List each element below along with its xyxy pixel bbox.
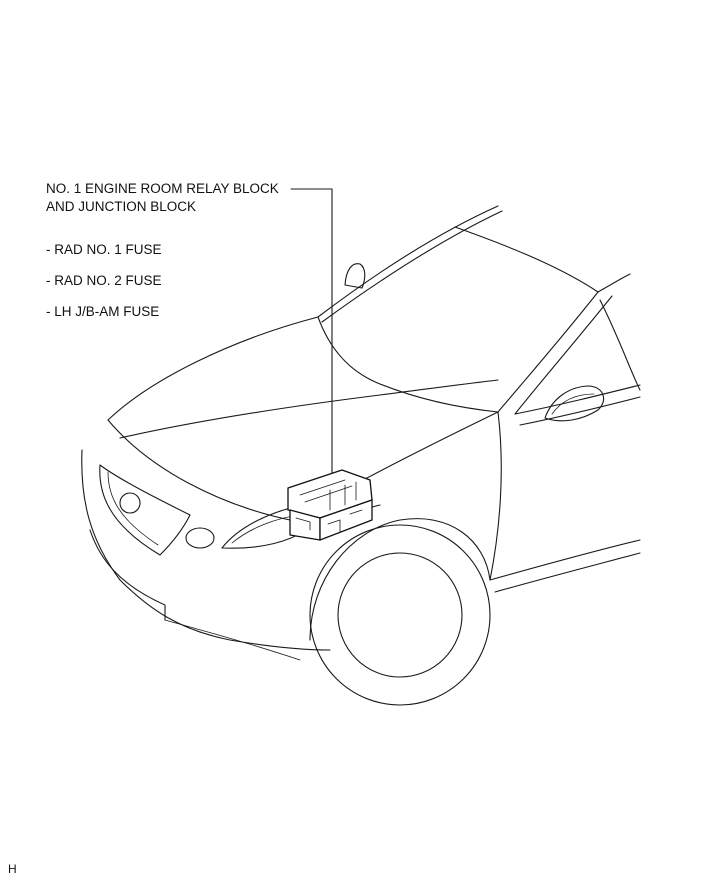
hood-outline <box>107 316 319 421</box>
left-mirror <box>344 263 366 289</box>
body-beltline-2 <box>519 396 641 426</box>
fuse-item-rad-no1: - RAD NO. 1 FUSE <box>46 242 162 257</box>
callout-title-line2: AND JUNCTION BLOCK <box>46 199 197 214</box>
rocker-line-2 <box>494 552 641 593</box>
grille-inner <box>107 471 159 546</box>
roof-edge <box>597 273 631 293</box>
callout-title-line1: NO. 1 ENGINE ROOM RELAY BLOCK <box>46 181 279 196</box>
windshield-glass-line <box>454 226 599 293</box>
windshield-top-edge <box>317 205 499 318</box>
rocker-line <box>489 539 641 581</box>
hood-front-edge <box>107 419 291 521</box>
bumper-lip <box>164 619 301 661</box>
right-mirror <box>544 385 605 422</box>
leader-line <box>290 188 333 479</box>
door-front-edge <box>489 411 502 581</box>
a-pillar-inner <box>514 295 613 415</box>
front-tire <box>309 524 491 706</box>
fuse-item-rad-no2: - RAD NO. 2 FUSE <box>46 273 162 288</box>
body-beltline <box>514 384 641 415</box>
figure-code: H <box>8 862 17 876</box>
fuse-item-lh-jb-am: - LH J/B-AM FUSE <box>46 304 160 319</box>
bumper-lower <box>89 529 166 621</box>
side-window-line <box>599 299 641 391</box>
fog-lamp <box>185 527 215 549</box>
grille-outline <box>99 464 191 556</box>
relay-block-part <box>287 469 373 541</box>
a-pillar <box>497 291 599 413</box>
brand-emblem <box>119 492 141 514</box>
front-bumper <box>81 449 331 651</box>
right-mirror-inner <box>551 393 595 415</box>
cowl-line <box>317 316 499 413</box>
wheel-arch <box>309 518 491 641</box>
hood-crease <box>119 379 499 439</box>
front-wheel-rim <box>337 552 463 678</box>
windshield-top-edge-inner <box>321 210 503 323</box>
